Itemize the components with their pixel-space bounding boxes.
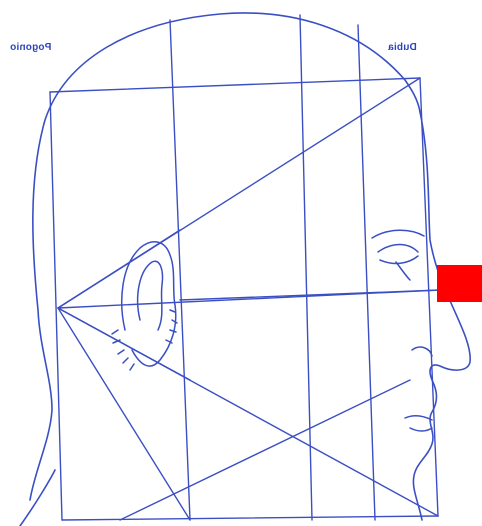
ray-to-bottom-left bbox=[58, 308, 190, 520]
grid-top-horizontal bbox=[50, 78, 420, 92]
ear-hair-marks bbox=[112, 310, 177, 370]
eye-lower bbox=[380, 256, 418, 263]
label-pogonio: Pogonio bbox=[10, 42, 51, 53]
label-dubia: Dubia bbox=[388, 42, 417, 53]
grid-vertical-4 bbox=[358, 25, 375, 520]
eye-upper bbox=[378, 245, 418, 253]
grid-lines bbox=[50, 15, 440, 520]
grid-bottom-horizontal bbox=[62, 516, 438, 520]
ear bbox=[112, 242, 177, 370]
eye-lid-crease bbox=[396, 262, 410, 280]
diagonal-cross bbox=[120, 380, 410, 520]
neck-back bbox=[20, 470, 55, 526]
ear-inner bbox=[138, 261, 163, 330]
red-marker bbox=[437, 265, 482, 302]
nostril bbox=[412, 347, 432, 356]
face-profile bbox=[413, 112, 470, 520]
facial-features bbox=[372, 230, 432, 431]
lip-line bbox=[410, 428, 432, 431]
eyebrow bbox=[372, 230, 424, 238]
proportion-rays bbox=[58, 78, 440, 520]
ray-to-nose bbox=[58, 290, 440, 308]
ray-to-chin bbox=[58, 308, 438, 516]
mouth bbox=[405, 416, 432, 420]
